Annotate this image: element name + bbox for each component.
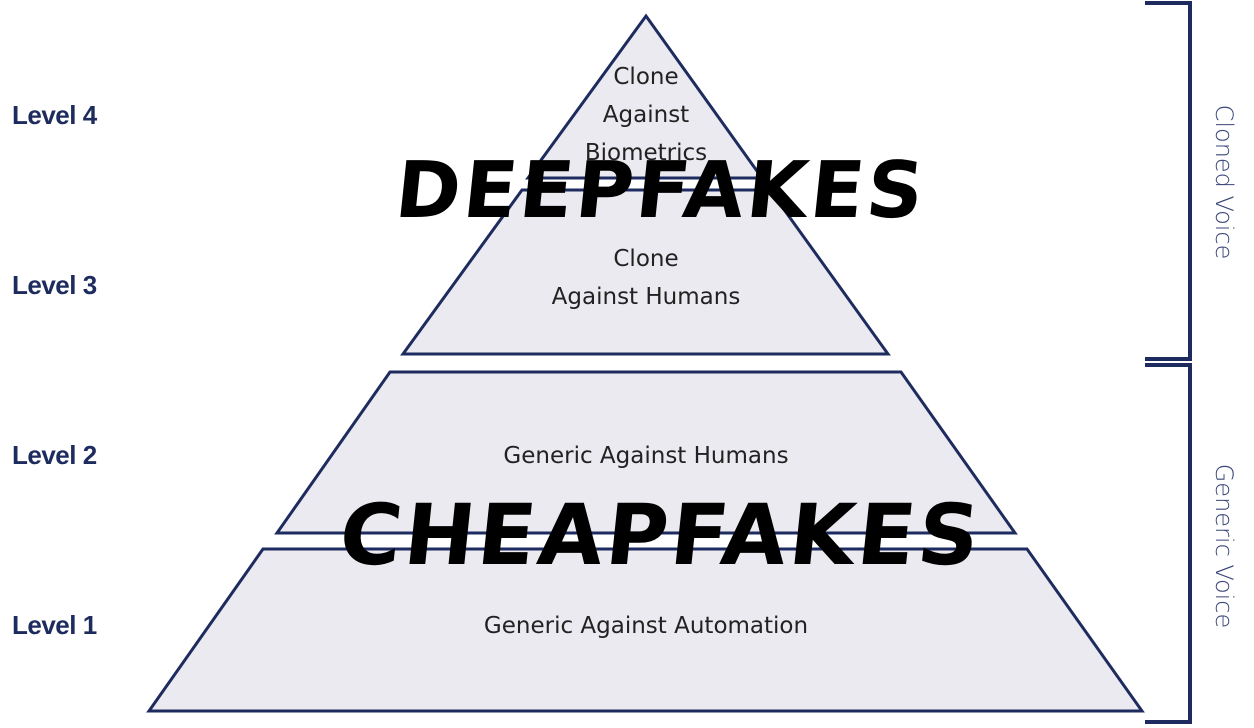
cloned-voice-label: Cloned Voice (1210, 104, 1238, 260)
tier-3-line-2: Against Humans (551, 284, 741, 310)
tier-4-line-2: Against (602, 102, 690, 128)
tier-3-line-1: Clone (613, 246, 679, 272)
tier-4-line-3: Biometrics (584, 140, 708, 166)
generic-voice-bracket (1145, 363, 1192, 724)
tier-1-text: Generic Against Automation (346, 607, 946, 645)
tier-3-text: Clone Against Humans (496, 240, 796, 316)
tier-1-line-1: Generic Against Automation (483, 613, 809, 639)
tier-1-shape (146, 547, 1145, 713)
deepfakes-overlay: DEEPFAKES (391, 146, 931, 236)
cheapfakes-overlay: CHEAPFAKES (335, 486, 987, 584)
level-2-label: Level 2 (12, 440, 97, 470)
generic-voice-label: Generic Voice (1210, 463, 1238, 629)
tier-3-shape (400, 188, 891, 356)
cloned-voice-bracket (1145, 1, 1192, 361)
tier-2-shape (274, 370, 1018, 535)
tier-2-line-1: Generic Against Humans (503, 443, 789, 469)
tier-4-shape (525, 13, 765, 180)
level-4-label: Level 4 (12, 100, 97, 130)
tier-2-text: Generic Against Humans (396, 437, 896, 475)
level-1-label: Level 1 (12, 610, 97, 640)
tier-4-line-1: Clone (613, 64, 679, 90)
tier-4-text: Clone Against Biometrics (546, 58, 746, 172)
level-3-label: Level 3 (12, 270, 97, 300)
